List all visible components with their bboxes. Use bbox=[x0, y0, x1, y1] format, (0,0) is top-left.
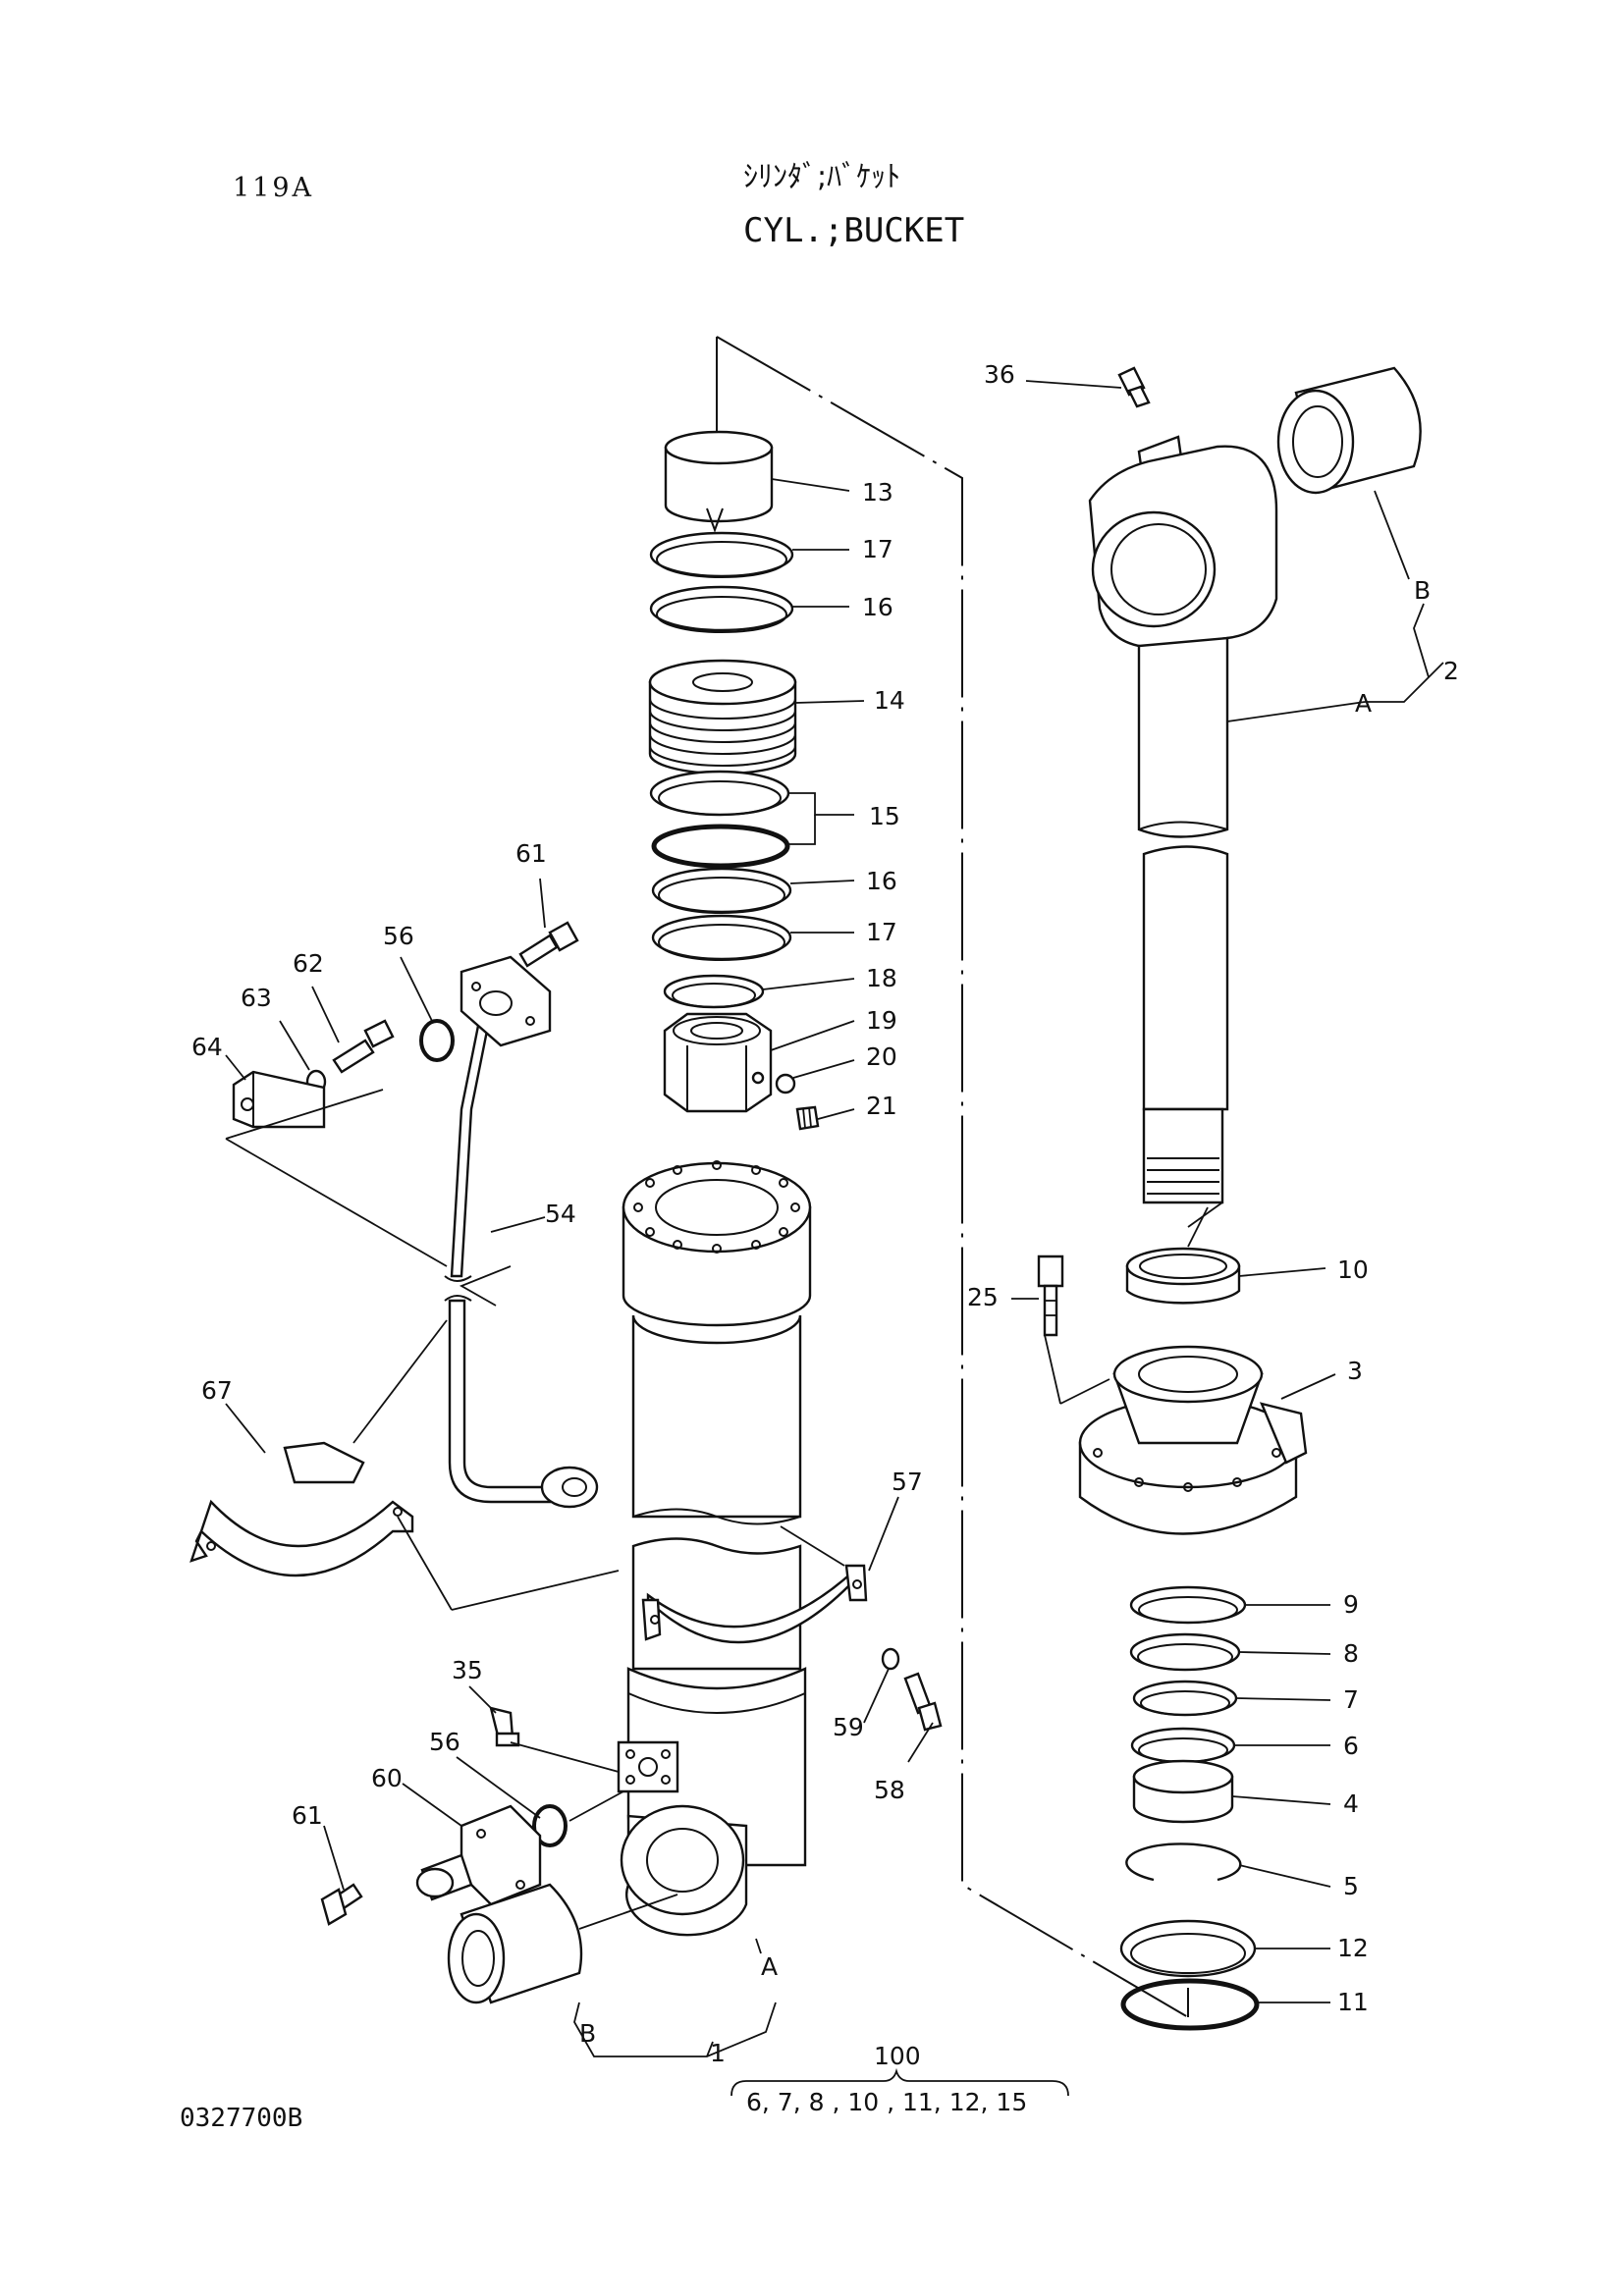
part-60-flange bbox=[415, 1804, 542, 1906]
callout-63: 63 bbox=[241, 984, 272, 1012]
callout-19: 19 bbox=[866, 1006, 897, 1035]
part-6-ring bbox=[1130, 1727, 1236, 1764]
part-10-dust-seal bbox=[1125, 1247, 1241, 1305]
callout-16-lower: 16 bbox=[866, 867, 897, 895]
callout-18: 18 bbox=[866, 964, 897, 992]
part-13-piston-nut bbox=[664, 430, 774, 533]
title-english: CYL.;BUCKET bbox=[743, 211, 965, 250]
callout-54: 54 bbox=[545, 1200, 576, 1228]
part-36-grease-fitting bbox=[1117, 366, 1151, 408]
callout-8: 8 bbox=[1343, 1639, 1359, 1668]
part-20-ball bbox=[775, 1073, 796, 1095]
callout-17: 17 bbox=[862, 535, 893, 563]
callout-2: 2 bbox=[1443, 657, 1459, 685]
part-3-cylinder-head bbox=[1078, 1345, 1308, 1535]
part-62-bolt bbox=[332, 1019, 395, 1074]
callout-100: 100 bbox=[874, 2042, 921, 2070]
callout-67: 67 bbox=[201, 1376, 233, 1405]
callout-13: 13 bbox=[862, 478, 893, 507]
part-58-bolt bbox=[903, 1672, 943, 1732]
callout-21: 21 bbox=[866, 1092, 897, 1120]
callout-62: 62 bbox=[293, 949, 324, 978]
callout-56: 56 bbox=[383, 922, 414, 950]
part-19-nut bbox=[663, 1012, 773, 1113]
callout-11: 11 bbox=[1337, 1988, 1369, 2016]
part-16-wear-ring bbox=[649, 585, 794, 633]
part-54-pipe bbox=[444, 1009, 599, 1509]
drawing-number: 0327700B bbox=[180, 2104, 303, 2133]
part-5-snap-ring bbox=[1125, 1842, 1242, 1882]
part-61-bolt-upper bbox=[518, 921, 579, 968]
callout-14: 14 bbox=[874, 686, 905, 715]
part-flange-upper bbox=[460, 955, 552, 1047]
part-57-band bbox=[641, 1564, 868, 1644]
callout-1A: A bbox=[761, 1952, 778, 1981]
callout-7: 7 bbox=[1343, 1685, 1359, 1714]
callout-2B: B bbox=[1414, 576, 1431, 605]
callout-36: 36 bbox=[984, 360, 1015, 389]
callout-20: 20 bbox=[866, 1042, 897, 1071]
callout-60: 60 bbox=[371, 1764, 403, 1792]
callout-61: 61 bbox=[515, 839, 547, 868]
callout-1B: B bbox=[579, 2019, 596, 2048]
brace-100 bbox=[730, 2067, 1069, 2097]
callout-5: 5 bbox=[1343, 1872, 1359, 1900]
callout-15: 15 bbox=[869, 802, 900, 830]
part-17-backup-ring-lower bbox=[651, 914, 792, 961]
part-59-washer bbox=[881, 1647, 900, 1671]
part-67-clamp bbox=[189, 1441, 414, 1577]
callout-100-parts: 6, 7, 8 , 10 , 11, 12, 15 bbox=[746, 2088, 1027, 2116]
part-9-ring bbox=[1129, 1585, 1247, 1625]
part-15-seal-set bbox=[649, 770, 790, 869]
part-16-wear-ring-lower bbox=[651, 867, 792, 914]
callout-labels: 13 17 16 14 15 16 17 18 19 20 21 36 2 A … bbox=[191, 360, 1459, 2116]
page-code: 119A bbox=[233, 173, 315, 203]
callout-17-lower: 17 bbox=[866, 918, 897, 946]
callout-9: 9 bbox=[1343, 1590, 1359, 1619]
callout-12: 12 bbox=[1337, 1934, 1369, 1962]
part-21-set-screw bbox=[795, 1105, 820, 1131]
part-2A-piston-rod bbox=[1088, 435, 1278, 1204]
part-61-bolt-lower bbox=[320, 1883, 363, 1926]
part-14-piston bbox=[648, 659, 797, 775]
callout-59: 59 bbox=[833, 1713, 864, 1741]
part-1-cylinder-tube bbox=[617, 1160, 812, 1937]
callout-2A: A bbox=[1355, 689, 1372, 718]
callout-25: 25 bbox=[967, 1283, 999, 1311]
part-56-o-ring-lower bbox=[532, 1804, 568, 1847]
part-12-backup-ring bbox=[1119, 1919, 1257, 1978]
part-25-socket-bolt bbox=[1037, 1255, 1064, 1337]
callout-61-lower: 61 bbox=[292, 1801, 323, 1830]
part-64-clamp-block bbox=[232, 1070, 326, 1129]
callout-4: 4 bbox=[1343, 1789, 1359, 1818]
part-18-ring bbox=[663, 974, 765, 1009]
part-7-ring bbox=[1132, 1680, 1238, 1717]
part-4-bushing bbox=[1132, 1759, 1234, 1824]
callout-64: 64 bbox=[191, 1033, 223, 1061]
part-17-backup-ring bbox=[649, 531, 794, 578]
part-2B-bushing bbox=[1276, 366, 1422, 495]
callout-10: 10 bbox=[1337, 1255, 1369, 1284]
part-56-o-ring-upper bbox=[419, 1019, 455, 1062]
callout-3: 3 bbox=[1347, 1357, 1363, 1385]
callout-16: 16 bbox=[862, 593, 893, 621]
part-11-o-ring bbox=[1120, 1978, 1260, 2031]
callout-6: 6 bbox=[1343, 1732, 1359, 1760]
leader-lines bbox=[225, 1089, 1223, 1930]
part-8-ring bbox=[1129, 1632, 1241, 1672]
title-japanese: ｼﾘﾝﾀﾞ;ﾊﾞｹｯﾄ bbox=[743, 160, 901, 194]
callout-56-lower: 56 bbox=[429, 1728, 460, 1756]
callout-35: 35 bbox=[452, 1656, 483, 1684]
callout-57: 57 bbox=[892, 1468, 923, 1496]
part-35-grease-fitting bbox=[489, 1706, 520, 1747]
callout-58: 58 bbox=[874, 1776, 905, 1804]
callout-leaders bbox=[225, 380, 1444, 2057]
part-1B-bushing bbox=[447, 1883, 583, 2004]
callout-1: 1 bbox=[710, 2039, 726, 2067]
